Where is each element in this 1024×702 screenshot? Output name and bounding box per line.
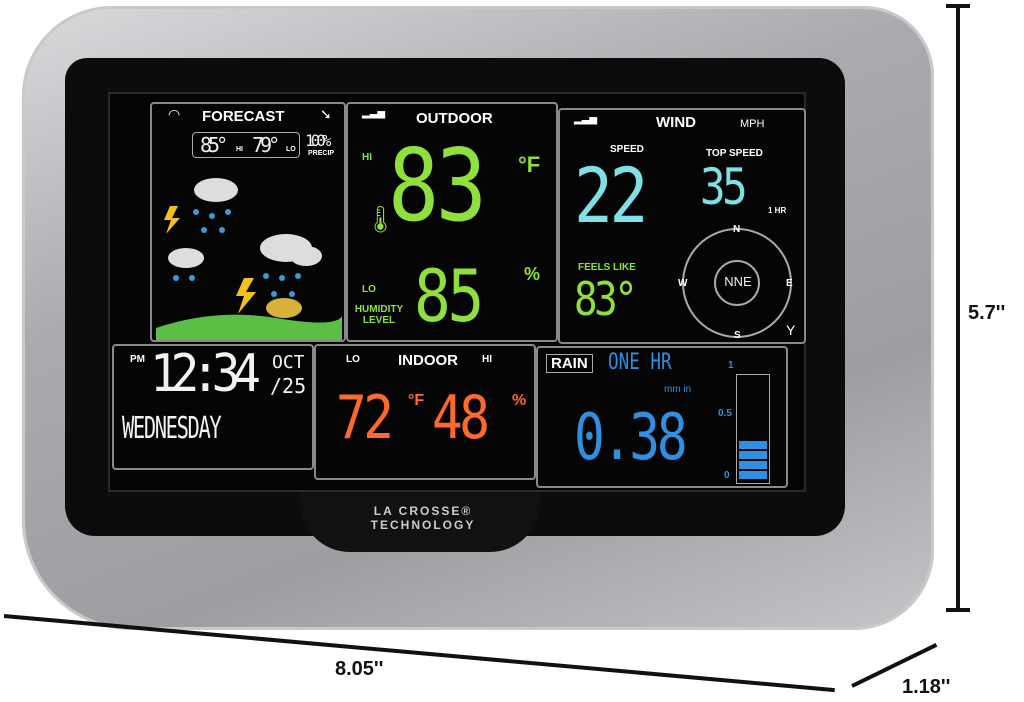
forecast-hilo-box [192,132,300,158]
forecast-precip: 100% [305,131,331,150]
rain-title: RAIN [546,354,593,373]
indoor-temp-unit: °F [408,392,425,409]
forecast-panel: ◠ FORECAST ➘ 85° HI 79° LO 100% PRECIP [150,102,346,342]
rain-scale-min: 0 [724,470,730,481]
clock-weekday: WEDNESDAY [122,411,222,446]
signal-icon: ▂▃▅ [574,114,598,125]
rain-unit: mm in [664,384,692,395]
lcd-display: ◠ FORECAST ➘ 85° HI 79° LO 100% PRECIP ▂… [108,92,806,492]
top-speed: 35 [700,158,748,216]
height-tick-bottom [946,608,970,612]
wifi-icon: ◠ [168,106,181,122]
rain-bar-fill [739,440,767,481]
outdoor-hi-label: HI [362,152,372,163]
indoor-hi-label: HI [482,354,492,365]
indoor-temp: 72 [336,383,394,453]
clock-ampm: PM [130,354,145,365]
wind-title: WIND [656,114,696,131]
storm-cloud-icon [156,178,342,340]
top-speed-label: TOP SPEED [706,148,763,159]
humidity-level-label: HUMIDITY LEVEL [354,304,404,326]
feels-like-label: FEELS LIKE [578,262,636,273]
outdoor-humidity: 85 [414,254,484,338]
wind-compass: NNE N E S W [678,224,793,341]
compass-w: W [678,278,688,289]
rain-period: ONE HR [608,350,672,375]
wind-direction: NNE [724,274,752,289]
height-label: 5.7'' [968,302,1006,324]
clock-month: OCT [272,352,305,373]
forecast-precip-label: PRECIP [308,150,335,157]
signal-icon: ▂▃▅ [362,108,386,119]
indoor-humidity-unit: % [512,392,527,409]
forecast-hi-label: HI [236,146,243,153]
forecast-lo-label: LO [286,146,296,153]
clock-day: /25 [270,374,307,398]
indoor-title: INDOOR [398,352,458,369]
clock-time: 12:34 [150,344,261,404]
rain-value: 0.38 [574,401,688,475]
wind-speed: 22 [574,151,648,240]
wind-panel: ▂▃▅ WIND MPH SPEED 22 TOP SPEED 35 1 HR … [558,108,806,344]
compass-s: S [734,330,741,341]
depth-label: 1.18'' [902,676,951,698]
top-speed-period: 1 HR [768,206,787,215]
height-dimension-line [956,4,960,612]
forecast-hi: 85° [200,133,228,157]
outdoor-title: OUTDOOR [416,110,493,127]
forecast-title: FORECAST [202,108,285,125]
outdoor-panel: ▂▃▅ OUTDOOR HI 83 °F 🌡 LO 85 % HUMIDITY … [346,102,558,342]
indoor-panel: LO INDOOR HI 72 °F 48 % [314,344,536,480]
forecast-lo: 79° [252,133,280,157]
height-tick-top [946,4,970,8]
outdoor-humidity-unit: % [524,264,541,284]
rain-scale-mid: 0.5 [718,408,732,419]
compass-e: E [786,278,793,289]
trend-down-arrow-icon: ➘ [320,106,332,122]
indoor-humidity: 48 [432,383,490,453]
logo-tab: LA CROSSE® TECHNOLOGY [300,490,540,552]
wind-unit: MPH [740,118,765,130]
rain-panel: RAIN ONE HR mm in 0.38 1 0.5 0 [536,346,788,488]
outdoor-lo-label: LO [362,284,376,295]
compass-n: N [733,224,741,235]
rain-bar-gauge [736,374,770,484]
outdoor-temp: 83 [388,127,487,244]
feels-like-value: 83° [574,272,638,326]
clock-panel: PM 12:34 OCT /25 WEDNESDAY [112,344,314,470]
brand-logo: LA CROSSE® TECHNOLOGY [370,504,476,532]
outdoor-temp-unit: °F [518,152,541,177]
speed-label: SPEED [610,144,644,155]
indoor-lo-label: LO [346,354,360,365]
anemometer-icon: Y [786,322,796,338]
thermometer-icon: 🌡 [364,204,398,234]
rain-scale-max: 1 [728,360,734,371]
width-label: 8.05'' [335,658,384,680]
